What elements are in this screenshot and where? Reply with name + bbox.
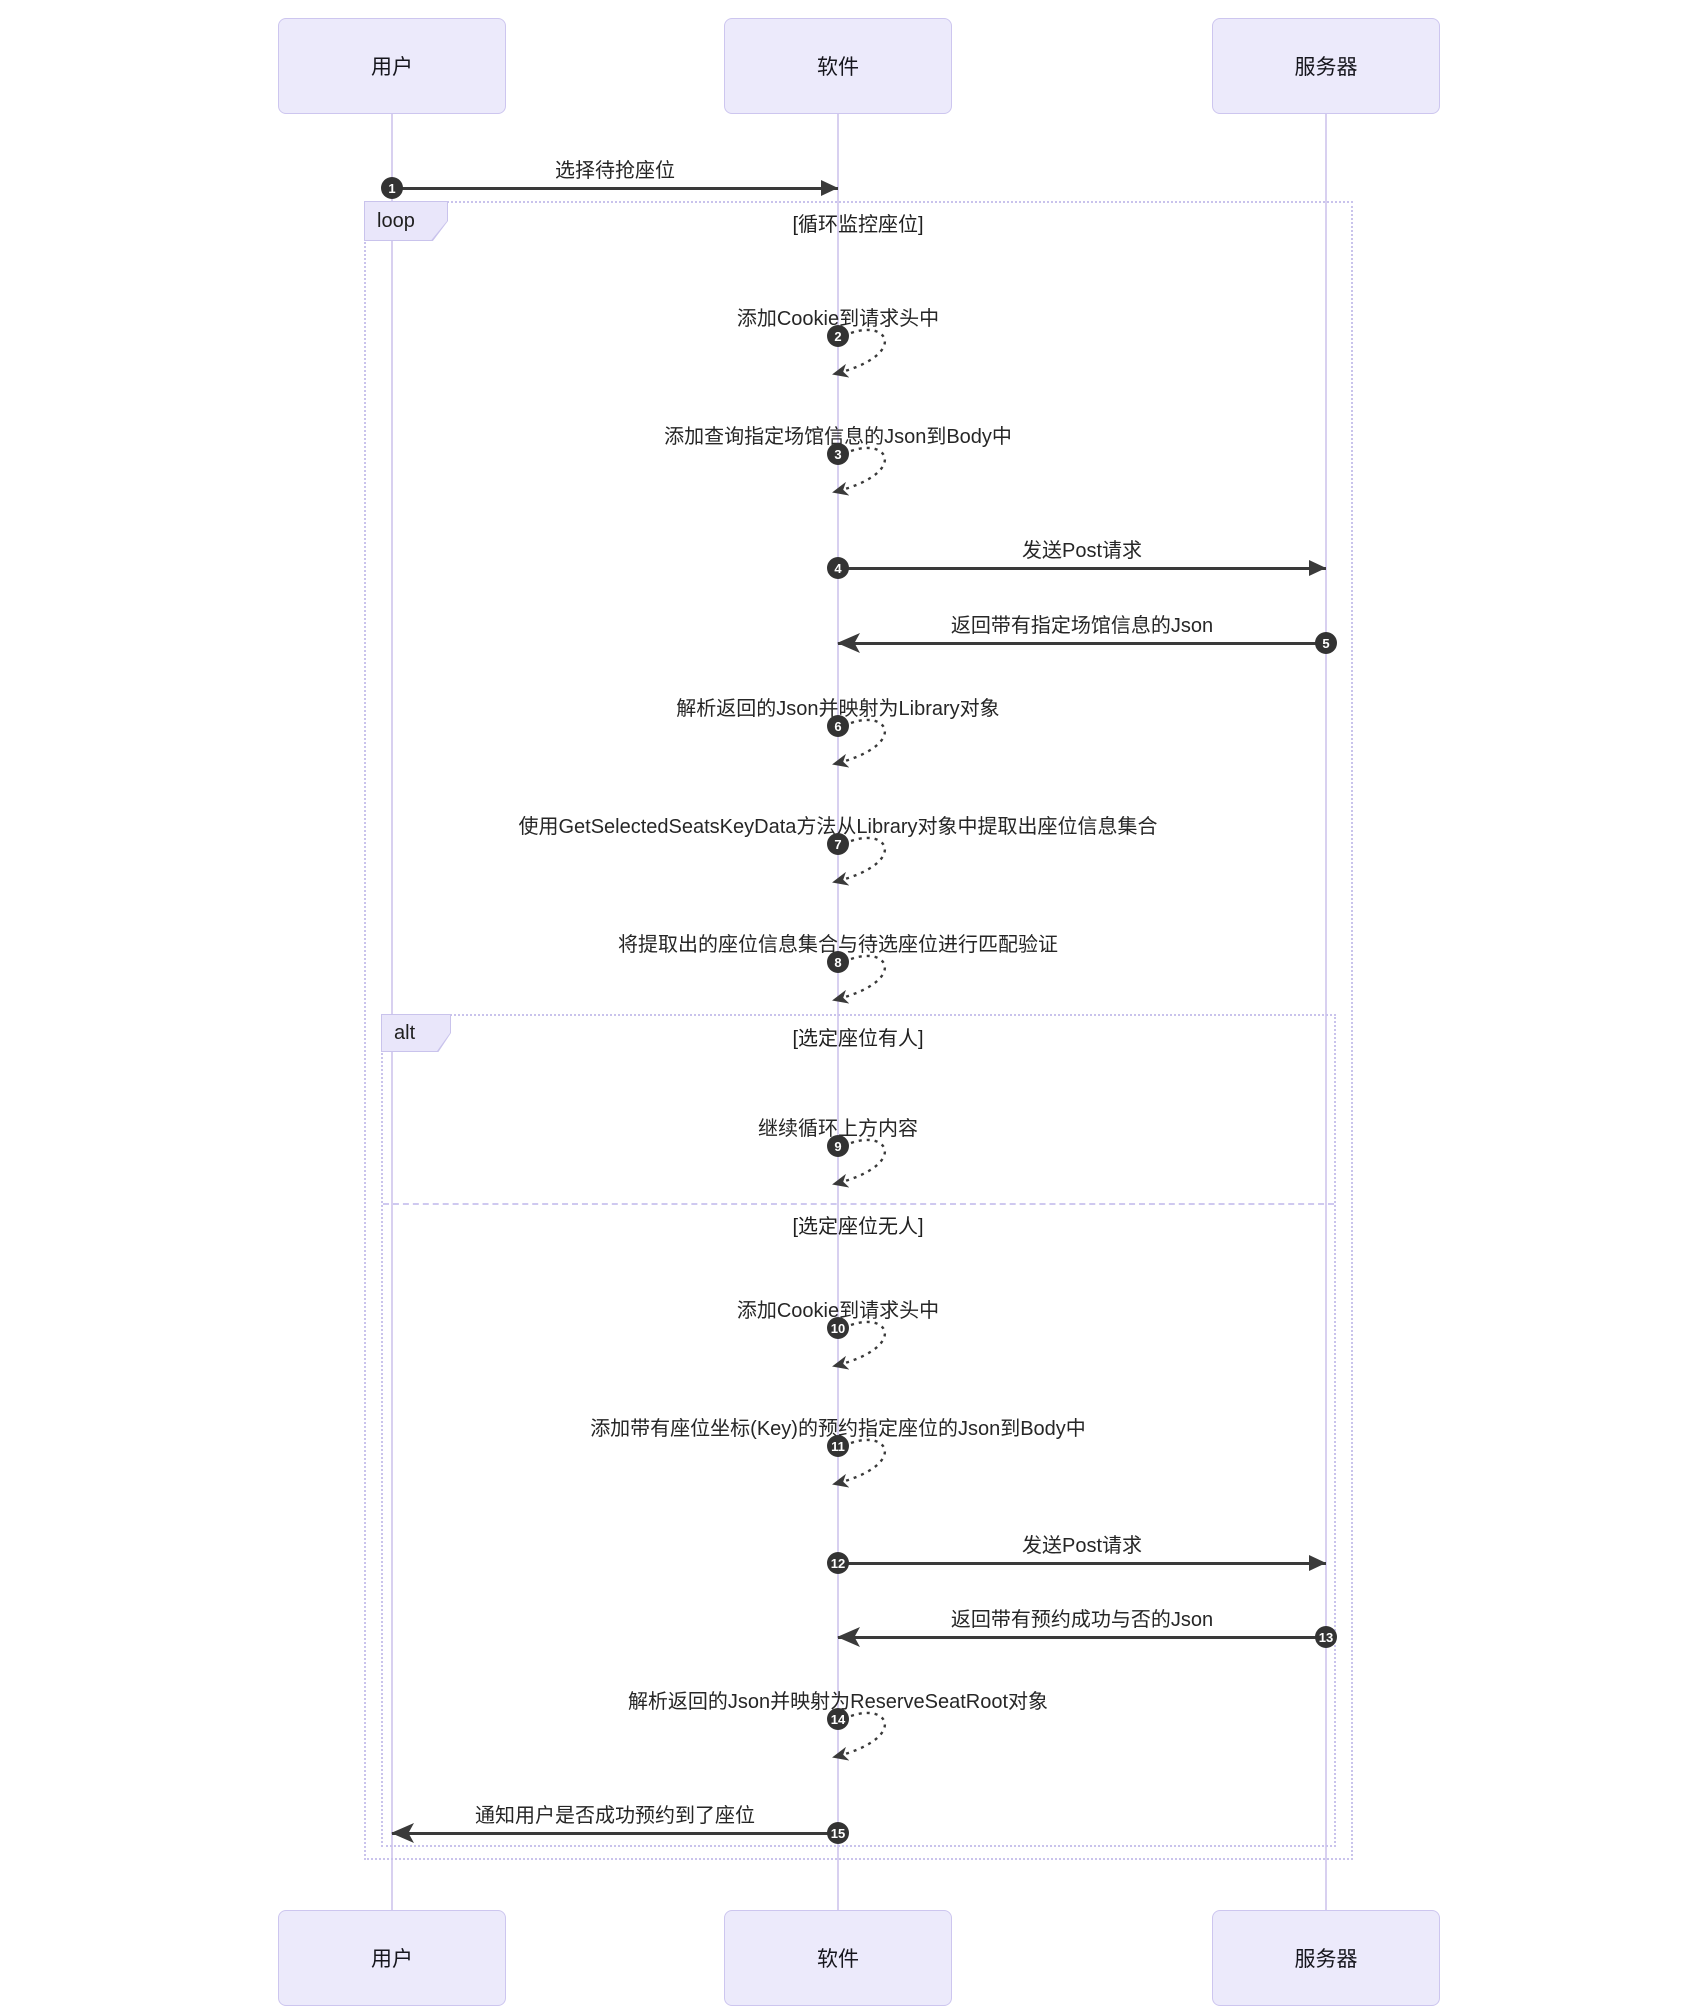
- self-loop-arrow-icon: [818, 442, 910, 504]
- message-arrow: [838, 566, 1326, 570]
- actor-box-server-bottom: 服务器: [1212, 1910, 1440, 2006]
- message-number-badge: 1: [381, 177, 403, 199]
- self-loop-arrow-icon: [818, 832, 910, 894]
- message-text: 使用GetSelectedSeatsKeyData方法从Library对象中提取…: [518, 816, 1158, 838]
- self-loop-arrow-icon: [818, 714, 910, 776]
- loop-guard-label: [循环监控座位]: [792, 214, 924, 236]
- loop-tab: loop: [364, 201, 448, 241]
- message-number-badge: 2: [827, 325, 849, 347]
- message-number-badge: 12: [827, 1552, 849, 1574]
- message-text: 选择待抢座位: [555, 160, 675, 182]
- message-number-badge: 4: [827, 557, 849, 579]
- message-text: 添加带有座位坐标(Key)的预约指定座位的Json到Body中: [590, 1418, 1086, 1440]
- message-text: 添加查询指定场馆信息的Json到Body中: [664, 426, 1012, 448]
- message-text: 发送Post请求: [1021, 540, 1143, 562]
- alt-tab: alt: [381, 1014, 451, 1052]
- message-arrow: [838, 1561, 1326, 1565]
- alt-tab-label: alt: [382, 1015, 450, 1051]
- message-number-badge: 10: [827, 1317, 849, 1339]
- message-text: 继续循环上方内容: [758, 1118, 918, 1140]
- self-loop-arrow-icon: [818, 324, 910, 386]
- alt-guard-top-label: [选定座位有人]: [792, 1028, 924, 1050]
- self-loop-arrow-icon: [818, 1134, 910, 1196]
- message-number-badge: 9: [827, 1135, 849, 1157]
- message-number-badge: 7: [827, 833, 849, 855]
- alt-divider: [383, 1203, 1334, 1205]
- actor-box-server-top: 服务器: [1212, 18, 1440, 114]
- loop-frame: [364, 201, 1353, 1860]
- message-arrow: [392, 1831, 838, 1835]
- message-number-badge: 8: [827, 951, 849, 973]
- message-number-badge: 13: [1315, 1626, 1337, 1648]
- message-number-badge: 15: [827, 1822, 849, 1844]
- arrowhead-right-icon: [1309, 1555, 1326, 1571]
- self-loop-arrow-icon: [818, 1316, 910, 1378]
- alt-frame: [381, 1014, 1336, 1847]
- arrowhead-right-icon: [1309, 560, 1326, 576]
- message-arrow: [838, 1635, 1326, 1639]
- message-arrow: [392, 186, 838, 190]
- message-number-badge: 3: [827, 443, 849, 465]
- message-text: 添加Cookie到请求头中: [736, 308, 940, 330]
- actor-box-software-top: 软件: [724, 18, 952, 114]
- message-text: 将提取出的座位信息集合与待选座位进行匹配验证: [618, 934, 1058, 956]
- message-text: 返回带有指定场馆信息的Json: [950, 615, 1214, 637]
- message-arrow: [838, 641, 1326, 645]
- actor-box-software-bottom: 软件: [724, 1910, 952, 2006]
- message-text: 通知用户是否成功预约到了座位: [475, 1805, 755, 1827]
- message-number-badge: 5: [1315, 632, 1337, 654]
- self-loop-arrow-icon: [818, 950, 910, 1012]
- arrowhead-right-icon: [821, 180, 838, 196]
- message-text: 发送Post请求: [1021, 1535, 1143, 1557]
- lifeline-software: [837, 114, 839, 1912]
- message-text: 解析返回的Json并映射为ReserveSeatRoot对象: [627, 1691, 1049, 1713]
- message-text: 添加Cookie到请求头中: [736, 1300, 940, 1322]
- message-text: 返回带有预约成功与否的Json: [950, 1609, 1214, 1631]
- actor-box-user-top: 用户: [278, 18, 506, 114]
- loop-tab-label: loop: [365, 202, 447, 240]
- alt-guard-bottom-label: [选定座位无人]: [792, 1216, 924, 1238]
- self-loop-arrow-icon: [818, 1707, 910, 1769]
- self-loop-arrow-icon: [818, 1434, 910, 1496]
- message-number-badge: 11: [827, 1435, 849, 1457]
- lifeline-user: [391, 114, 393, 1912]
- message-number-badge: 14: [827, 1708, 849, 1730]
- message-text: 解析返回的Json并映射为Library对象: [676, 698, 1000, 720]
- message-number-badge: 6: [827, 715, 849, 737]
- actor-box-user-bottom: 用户: [278, 1910, 506, 2006]
- lifeline-server: [1325, 114, 1327, 1912]
